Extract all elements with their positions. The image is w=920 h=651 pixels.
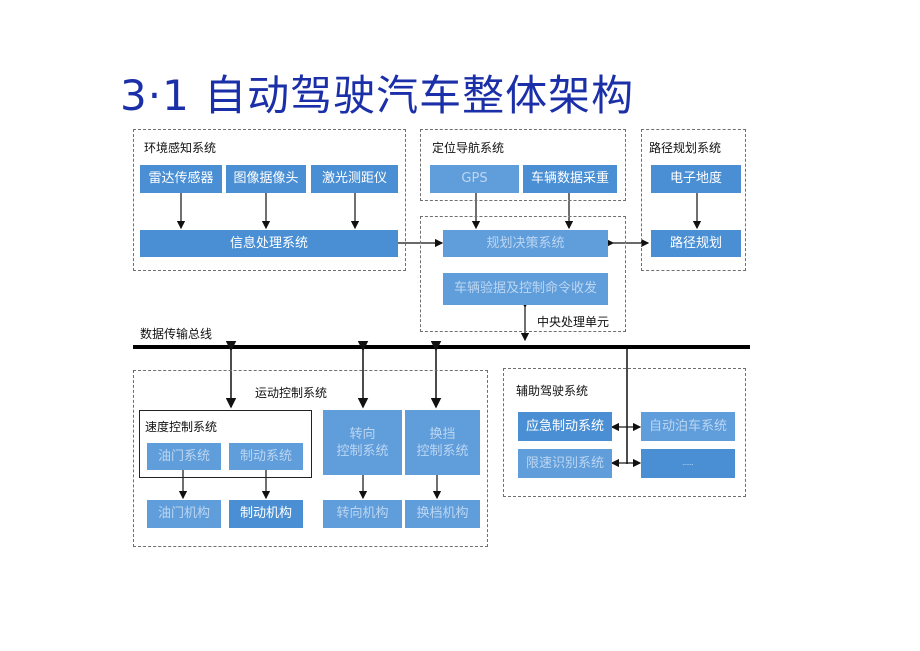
- steering-control-box: 转向控制系统: [323, 410, 402, 475]
- throttle-system-box: 油门系统: [147, 443, 221, 470]
- gear-mech-box: 换档机构: [405, 500, 480, 528]
- central-unit-group: [420, 216, 626, 332]
- speed-control-label: 速度控制系统: [145, 420, 218, 434]
- lidar-box: 激光测距仪: [311, 165, 398, 193]
- page-title: 3·1 自动驾驶汽车整体架构: [120, 71, 635, 120]
- vehicle-data-box: 车辆数据采重: [523, 165, 617, 193]
- steering-control-text: 转向控制系统: [336, 426, 389, 459]
- auto-parking-box: 自动泊车系统: [641, 412, 735, 441]
- gear-control-text: 换挡控制系统: [416, 426, 469, 459]
- more-systems-box: ......: [641, 449, 735, 478]
- emergency-brake-box: 应急制动系统: [518, 412, 612, 441]
- command-box: 车辆验据及控制命令收发: [443, 273, 608, 305]
- central-unit-label: 中央处理单元: [537, 315, 610, 329]
- data-bus-label: 数据传输总线: [140, 327, 213, 341]
- gear-control-box: 换挡控制系统: [405, 410, 480, 475]
- assist-driving-label: 辅助驾驶系统: [516, 384, 589, 398]
- brake-mech-box: 制动机构: [229, 500, 303, 528]
- route-label: 路径规划系统: [649, 141, 722, 155]
- emap-box: 电子地度: [651, 165, 741, 193]
- motion-control-label: 运动控制系统: [255, 386, 328, 400]
- assist-driving-group: [503, 368, 746, 497]
- steering-mech-box: 转向机构: [323, 500, 402, 528]
- motion-control-group: [133, 370, 488, 547]
- speed-limit-box: 限速识别系统: [518, 449, 612, 478]
- speed-control-group: [139, 410, 312, 478]
- route-group: [641, 129, 746, 271]
- route-plan-box: 路径规划: [651, 230, 741, 257]
- info-processing-box: 信息处理系统: [140, 230, 398, 257]
- nav-group: [420, 129, 626, 201]
- nav-label: 定位导航系统: [432, 141, 505, 155]
- camera-box: 图像据像头: [226, 165, 306, 193]
- env-perception-label: 环境感知系统: [144, 141, 217, 155]
- radar-sensor-box: 雷达传感器: [140, 165, 222, 193]
- throttle-mech-box: 油门机构: [147, 500, 221, 528]
- env-perception-group: [133, 129, 406, 271]
- gps-box: GPS: [430, 165, 519, 193]
- decision-box: 规划决策系统: [443, 230, 608, 257]
- brake-system-box: 制动系统: [229, 443, 303, 470]
